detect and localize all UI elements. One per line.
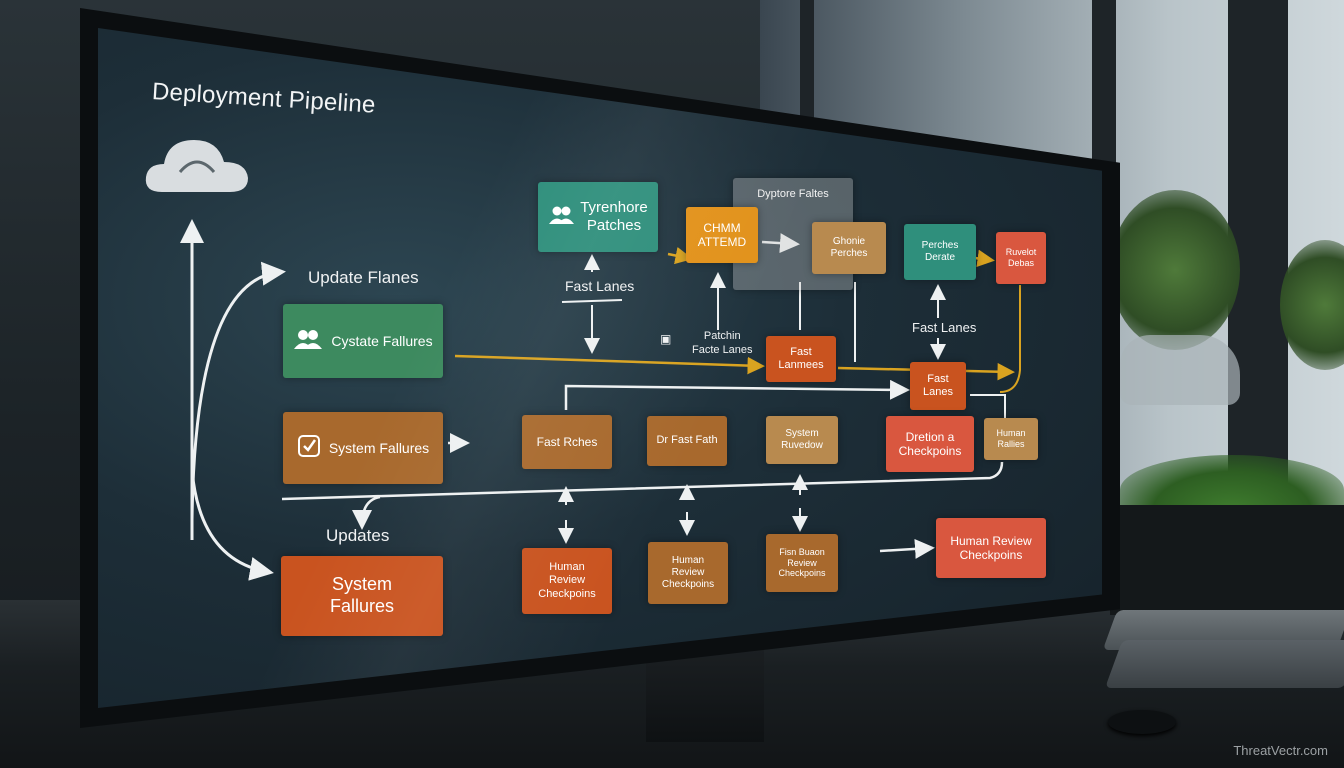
cystate-failures-box[interactable]: Cystate Fallures: [283, 304, 443, 378]
ghonie-perches-box[interactable]: Ghonie Perches: [812, 222, 886, 274]
fast-rches-box[interactable]: Fast Rches: [522, 415, 612, 469]
perches-box[interactable]: Perches Derate: [904, 224, 976, 280]
dretion-checkpoins-text: Dretion a Checkpoins: [898, 429, 962, 458]
divider-line: [561, 299, 623, 303]
human-review-checkpoins-box-2[interactable]: Human Review Checkpoins: [648, 542, 728, 604]
flag-icon: ▣: [660, 332, 672, 346]
chimm-attend-box[interactable]: CHMM ATTEMD: [686, 207, 758, 263]
users-icon: [548, 205, 575, 230]
connector: [970, 394, 1006, 418]
ruvelot-debas-box[interactable]: Ruvelot Debas: [996, 232, 1046, 284]
cystate-failures-text: Cystate Fallures: [331, 332, 433, 349]
trurenhore-patches-text: Tyrenhore Patches: [580, 199, 648, 234]
yellow-flow: [974, 249, 995, 268]
human-review-text-4: Human Review Checkpoins: [950, 533, 1032, 562]
human-rallies-box[interactable]: Human Rallies: [984, 418, 1038, 460]
dretion-checkpoins-box[interactable]: Dretion a Checkpoins: [886, 416, 974, 472]
fast-lanmees-text: Fast Lanmees: [778, 345, 824, 371]
background-tree: [1110, 190, 1240, 350]
perches-text: Perches Derate: [921, 240, 959, 263]
cloud-icon: [145, 140, 248, 192]
system-ruvedow-text: System Ruvedow: [781, 428, 823, 451]
human-review-checkpoins-box-1[interactable]: Human Review Checkpoins: [522, 548, 612, 614]
ghonie-perches-text: Ghonie Perches: [830, 236, 868, 259]
curve-arrow: [190, 261, 286, 521]
fast-lanmees-box[interactable]: Fast Lanmees: [766, 336, 836, 382]
fast-lanes-label-2: Fast Lanes: [912, 320, 977, 335]
yellow-flow: [999, 285, 1021, 393]
human-review-checkpoins-box-4[interactable]: Human Review Checkpoins: [936, 518, 1046, 578]
update-flanes-label: Update Flanes: [308, 268, 419, 287]
dr-fast-fath-text: Dr Fast Fath: [656, 434, 718, 447]
background-car: [1120, 335, 1240, 405]
yellow-flow: [454, 354, 765, 375]
computer-mouse: [1108, 710, 1176, 734]
ruvelot-debas-text: Ruvelot Debas: [1005, 247, 1037, 268]
system-failures-big-box[interactable]: System Fallures: [281, 556, 443, 636]
fast-rches-text: Fast Rches: [536, 434, 598, 449]
watermark: ThreatVectr.com: [1233, 743, 1328, 758]
right-arrow: [761, 233, 800, 254]
monitor-stand: [646, 650, 764, 742]
planter-box: [1110, 505, 1344, 615]
trurenhore-patches-box[interactable]: Tyrenhore Patches: [538, 182, 658, 252]
down-arrow: [352, 495, 381, 530]
return-line: [281, 461, 1004, 501]
human-review-checkpoins-box-3[interactable]: Fisn Buaon Review Checkpoins: [766, 534, 838, 592]
users-icon: [293, 328, 323, 354]
fast-lanes-box-text: Fast Lanes: [923, 372, 953, 398]
fast-lanes-box[interactable]: Fast Lanes: [910, 362, 966, 410]
human-review-text-2: Human Review Checkpoins: [661, 555, 715, 590]
fast-lanes-label: Fast Lanes: [565, 278, 635, 294]
background-tree: [1280, 240, 1344, 370]
human-rallies-text: Human Rallies: [996, 428, 1026, 449]
human-review-text-1: Human Review Checkpoins: [538, 561, 596, 600]
dr-fast-fath-box[interactable]: Dr Fast Fath: [647, 416, 727, 466]
updates-label: Updates: [326, 526, 390, 545]
human-review-text-3: Fisn Buaon Review Checkpoins: [778, 546, 826, 579]
system-failures-text: System Fallures: [328, 439, 430, 456]
loop-arrow: [564, 379, 910, 410]
chimm-attend-text: CHMM ATTEMD: [697, 220, 747, 249]
right-arrow: [879, 538, 935, 559]
system-failures-box[interactable]: System Fallures: [283, 412, 443, 484]
dyptore-faltes-label: Dyptore Faltes: [757, 188, 829, 200]
checkbox-icon: [297, 434, 321, 462]
patchin-lanes-label: Patchin Facte Lanes: [692, 330, 753, 356]
system-ruvedow-box[interactable]: System Ruvedow: [766, 416, 838, 464]
system-failures-big-text: System Fallures: [329, 574, 395, 616]
curve-arrow: [190, 469, 274, 581]
yellow-flow: [667, 246, 693, 265]
